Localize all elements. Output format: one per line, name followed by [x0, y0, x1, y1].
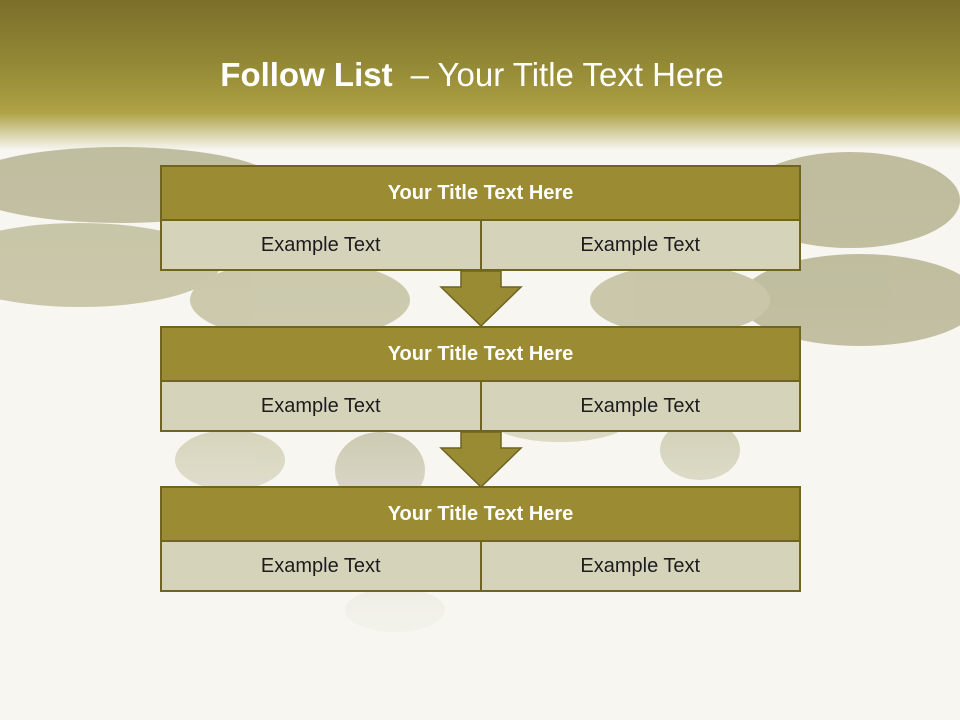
block-row: Example Text Example Text [160, 221, 801, 271]
list-block-3: Your Title Text Here Example Text Exampl… [160, 486, 801, 592]
block-row: Example Text Example Text [160, 542, 801, 592]
down-arrow-icon [439, 271, 523, 327]
block-title: Your Title Text Here [160, 486, 801, 542]
block-title: Your Title Text Here [160, 326, 801, 382]
list-block-2: Your Title Text Here Example Text Exampl… [160, 326, 801, 432]
slide-title-rest: – Your Title Text Here [410, 56, 724, 93]
block-cell-right: Example Text [481, 221, 801, 271]
block-title: Your Title Text Here [160, 165, 801, 221]
slide-title-bold: Follow List [220, 56, 393, 93]
block-cell-left: Example Text [160, 542, 482, 592]
block-cell-right: Example Text [481, 382, 801, 432]
down-arrow-icon [439, 432, 523, 488]
block-cell-left: Example Text [160, 382, 482, 432]
slide-title: Follow List – Your Title Text Here [0, 56, 944, 94]
block-cell-right: Example Text [481, 542, 801, 592]
block-cell-left: Example Text [160, 221, 482, 271]
block-row: Example Text Example Text [160, 382, 801, 432]
header-band [0, 0, 960, 150]
list-block-1: Your Title Text Here Example Text Exampl… [160, 165, 801, 271]
